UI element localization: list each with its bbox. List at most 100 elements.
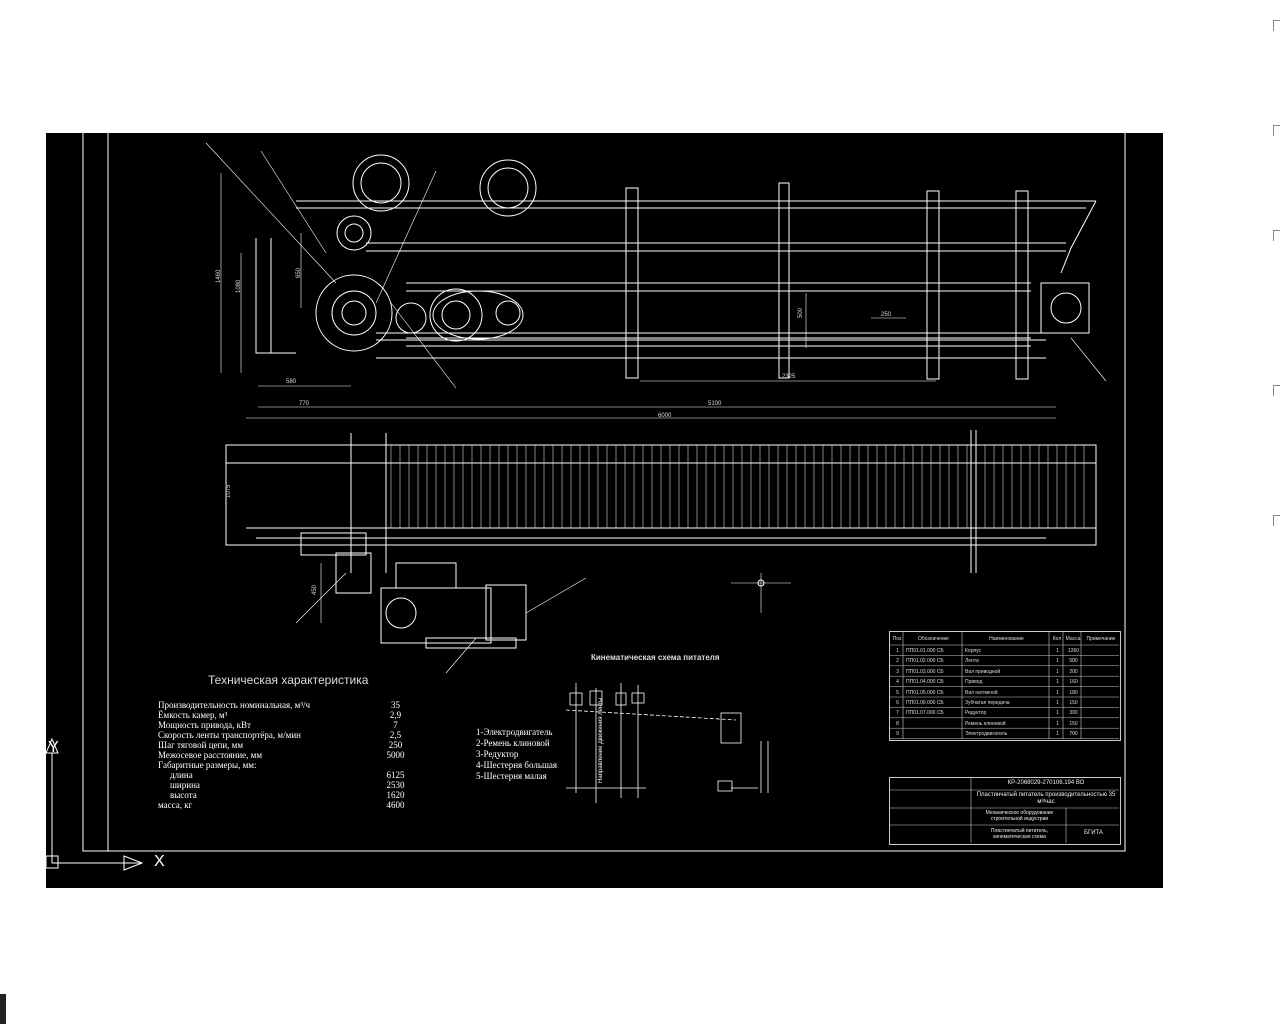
spec-value: 4600 — [386, 800, 405, 810]
bom-cell: 1 — [1056, 689, 1059, 696]
dim-250: 250 — [881, 312, 892, 318]
legend-item: 3-Редуктор — [476, 749, 519, 759]
bom-grid — [889, 631, 1119, 739]
bom-cell: 700 — [1069, 731, 1078, 738]
bom-cell: Ремень клиновой — [965, 720, 1006, 727]
dim-1460: 1460 — [216, 269, 222, 283]
spec-label: Межосевое расстояние, мм — [158, 750, 263, 760]
tech-spec-title: Техническая характеристика — [208, 673, 369, 687]
dim-2325: 2325 — [782, 374, 796, 380]
bom-cell: Привод — [965, 679, 983, 686]
title-org: БГИТА — [1084, 830, 1103, 836]
drawing-frame — [82, 133, 1126, 852]
kinematic-scheme — [565, 683, 769, 803]
bom-cell: 1 — [1056, 668, 1059, 675]
bom-cell: Электродвигатель — [965, 731, 1008, 738]
dim-770: 770 — [299, 401, 310, 407]
bom-cell: Редуктор — [965, 710, 987, 717]
spec-value: 7 — [393, 720, 398, 730]
chain-top — [406, 282, 1031, 292]
spec-value: 2,9 — [389, 710, 402, 720]
bom-header-cell: Примечание — [1086, 636, 1116, 642]
side-view — [205, 142, 1107, 419]
bom-cell: ПП01.04.000 СБ — [906, 679, 944, 686]
bom-cell: Лента — [965, 658, 979, 665]
legend-item: 5-Шестерня малая — [476, 771, 547, 781]
bom-cell: ПП01.03.000 СБ — [906, 668, 944, 675]
plan-details — [295, 430, 977, 674]
bom-header-cell: Кол — [1052, 636, 1062, 642]
bom-cell: 1 — [1056, 648, 1059, 654]
corner-box — [0, 994, 6, 1024]
title-name: Пластинчатый питатель производительность… — [976, 792, 1116, 805]
dim-1075: 1075 — [226, 484, 232, 498]
bom-cell: ПП01.06.000 СБ — [906, 700, 944, 706]
spec-value: 1620 — [386, 790, 405, 800]
spec-row: ширина 2530 — [158, 780, 408, 790]
bom-cell: 2 — [896, 658, 899, 665]
ucs-x-label: X — [154, 853, 165, 870]
bom-cell: Вал натяжной — [965, 689, 998, 696]
chain-bottom — [406, 337, 1031, 347]
bom-cell: 180 — [1069, 689, 1078, 696]
bom-header-cell: Наименование — [989, 636, 1024, 642]
bom-cell: ПП01.05.000 СБ — [906, 689, 944, 696]
title-code: КР-2068029-270106.194 ВО — [1007, 780, 1085, 786]
spec-row: Мощность привода, кВт 7 — [158, 720, 408, 730]
bom-cell: 1 — [896, 648, 899, 654]
right-scroll-strip[interactable] — [1270, 0, 1280, 1024]
bom-cell: ПП01.01.000 СБ — [906, 648, 944, 654]
legend-item: 4-Шестерня большая — [476, 760, 558, 770]
title-block: КР-2068029-270106.194 ВО Пластинчатый пи… — [889, 777, 1121, 845]
bom-cell: 9 — [896, 731, 899, 738]
spec-label: Ёмкость камер, м³ — [158, 710, 228, 720]
spec-row: высота 1620 — [158, 790, 408, 800]
bom-cell: 6 — [896, 700, 899, 706]
bom-cell: 1 — [1056, 720, 1059, 727]
bom-cell: 1260 — [1067, 648, 1080, 654]
bom-cell: 1 — [1056, 700, 1059, 706]
belt-direction-label: Направление движения ленты — [598, 697, 604, 783]
drawing-canvas — [46, 133, 1126, 871]
spec-label: масса, кг — [158, 800, 193, 810]
title-block-grid — [889, 777, 1119, 843]
ucs-icon — [46, 737, 144, 871]
spec-value: 2,5 — [389, 730, 402, 740]
spec-label: ширина — [170, 780, 200, 790]
bom-row-lines — [889, 655, 1119, 739]
spec-value: 250 — [388, 740, 403, 750]
spec-row: масса, кг 4600 — [158, 800, 408, 810]
bom-cell: ПП01.02.000 СБ — [906, 658, 944, 665]
spec-row: Межосевое расстояние, мм 5000 — [158, 750, 408, 760]
spec-label: высота — [170, 790, 197, 800]
cad-viewport[interactable]: 1460 1080 650 580 770 6000 5100 500 2325… — [46, 133, 1163, 888]
bom-cell: 1 — [1056, 731, 1059, 738]
bom-cell: 1 — [1056, 658, 1059, 665]
spec-value: 5000 — [386, 750, 405, 760]
spec-value: 35 — [391, 700, 400, 710]
bom-cell: 8 — [896, 720, 899, 727]
plan-slats — [390, 445, 1085, 528]
spec-value: 6125 — [386, 770, 405, 780]
dim-5100: 5100 — [708, 401, 722, 407]
spec-value: 2530 — [386, 780, 405, 790]
spec-label: Мощность привода, кВт — [158, 720, 251, 730]
bom-cell: 500 — [1069, 658, 1078, 665]
bom-header-cell: Масса — [1065, 636, 1081, 642]
bom-cell: Зубчатая передача — [965, 700, 1010, 706]
bom-cell: 4 — [896, 679, 899, 686]
legend-item: 2-Ремень клиновой — [476, 738, 550, 748]
bom-cell: 150 — [1069, 720, 1078, 727]
bom-cell: 160 — [1069, 679, 1078, 686]
bom-cell: Вал приводной — [965, 668, 1001, 675]
dim-580: 580 — [286, 379, 297, 385]
spec-row: Ёмкость камер, м³ 2,9 — [158, 710, 408, 720]
dim-650: 650 — [296, 267, 302, 278]
bom-cell: 300 — [1069, 710, 1078, 717]
spec-label: Скорость ленты транспортёра, м/мин — [158, 730, 301, 740]
title-subject: Механическое оборудование строительной и… — [985, 810, 1054, 822]
bom-cell: 5 — [896, 689, 899, 696]
